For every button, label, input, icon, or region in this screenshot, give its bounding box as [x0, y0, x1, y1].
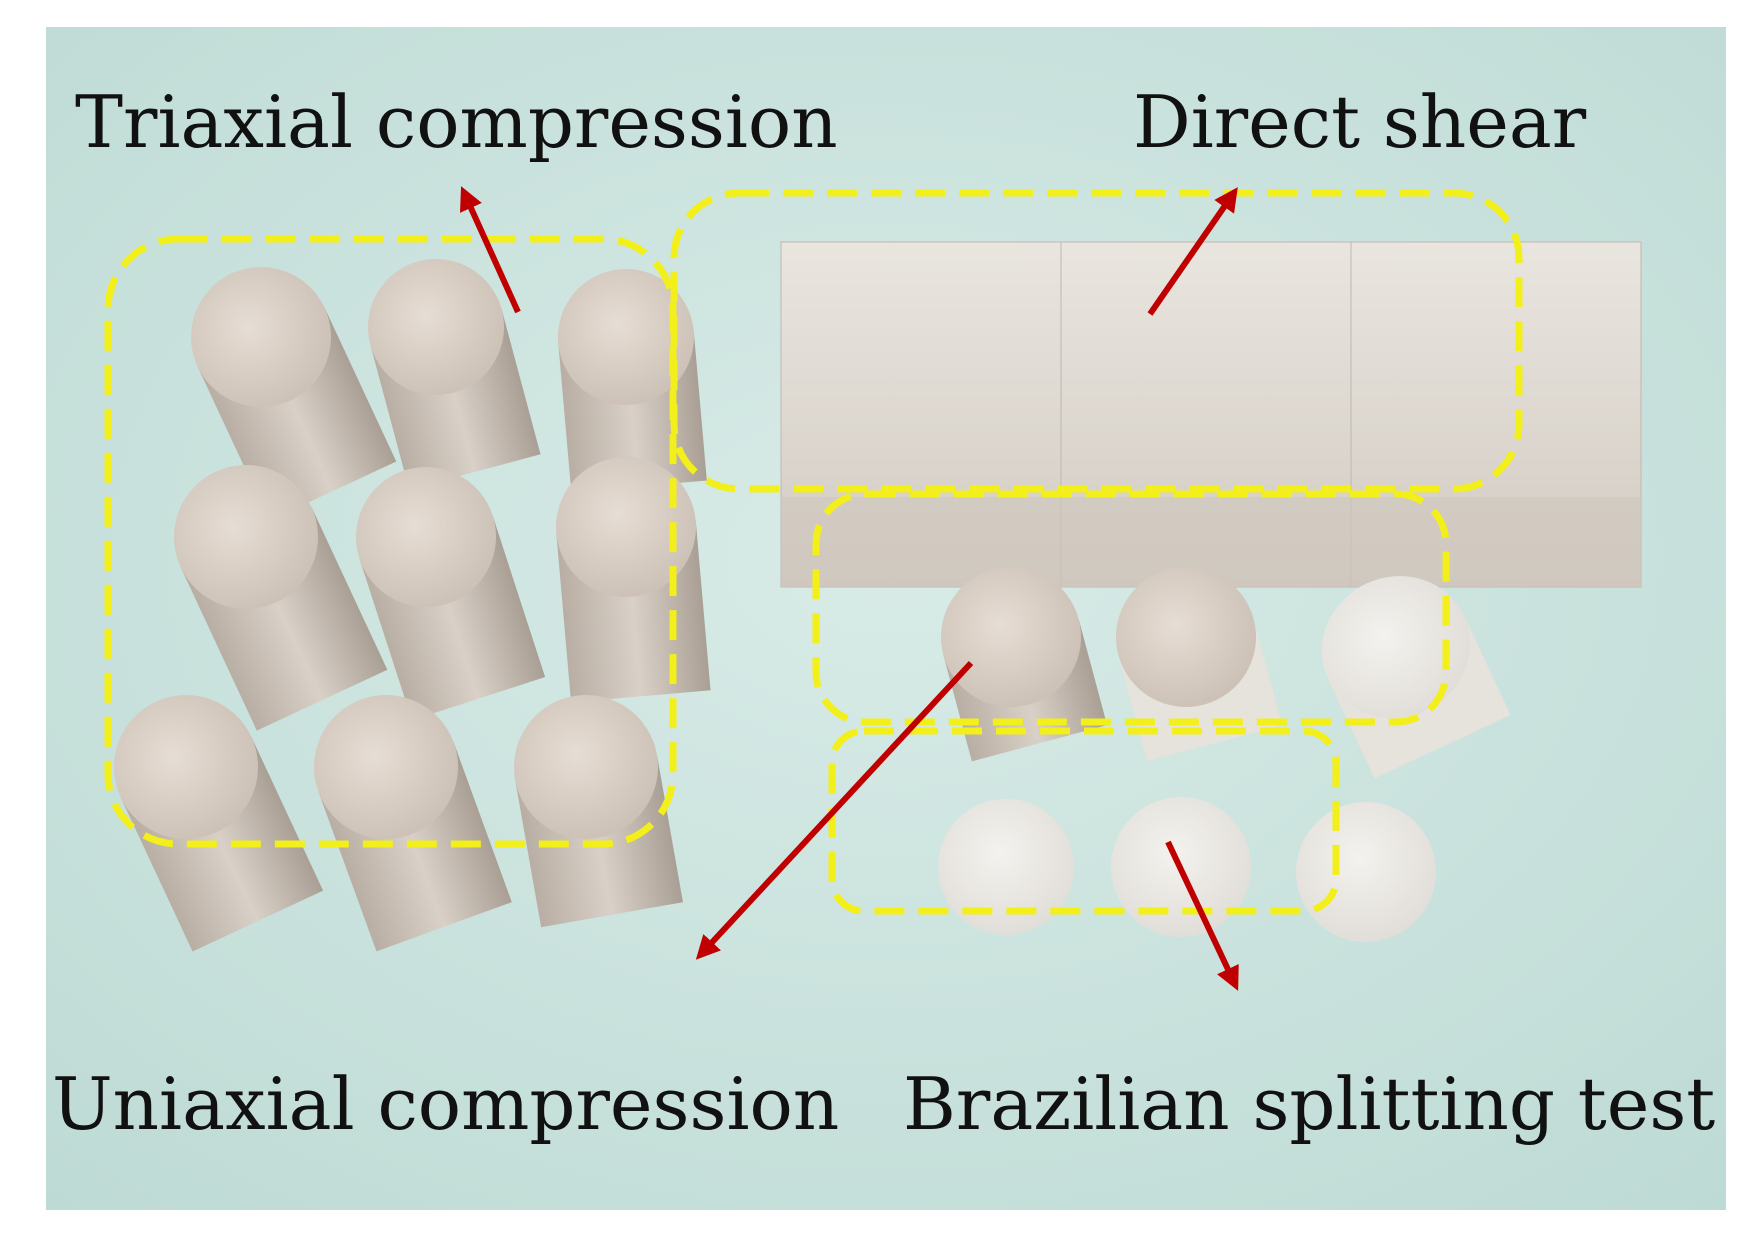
brazilian-splitting-test-label: Brazilian splitting test: [903, 1062, 1716, 1146]
specimen-photo: [46, 27, 1726, 1210]
triaxial-compression-label: Triaxial compression: [75, 80, 838, 164]
direct-shear-blocks: [780, 241, 1642, 588]
triaxial-specimens: [114, 259, 711, 952]
photo-illustration: [46, 27, 1726, 1210]
arrows: [460, 186, 1239, 991]
dashed-outlines: [104, 189, 1523, 915]
direct-shear-label: Direct shear: [1133, 80, 1587, 164]
uniaxial-specimens: [941, 567, 1511, 779]
brazilian-specimens: [938, 797, 1436, 942]
uniaxial-compression-label: Uniaxial compression: [52, 1062, 840, 1146]
